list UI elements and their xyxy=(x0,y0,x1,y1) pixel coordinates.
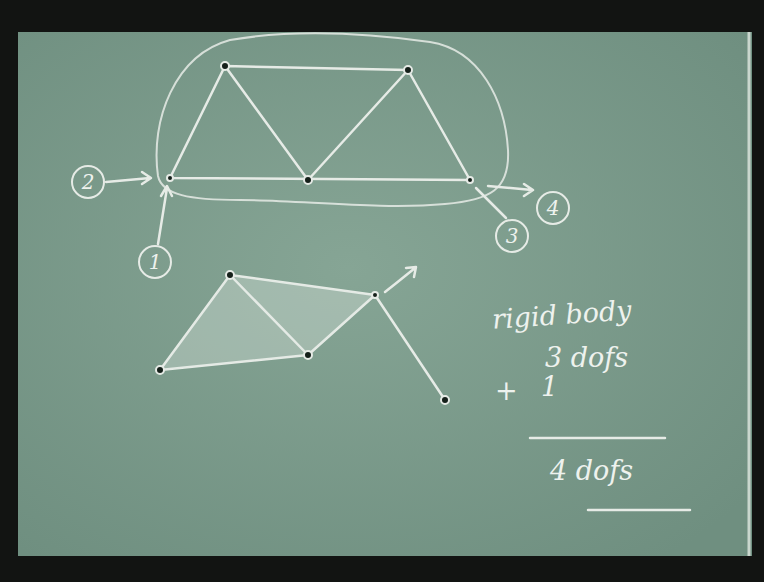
joint xyxy=(221,62,229,70)
callout-number: 2 xyxy=(82,172,95,192)
free-body-outline xyxy=(157,34,509,206)
callout-circle: 3 xyxy=(495,219,529,253)
joint xyxy=(404,66,412,74)
chalkboard xyxy=(18,32,752,556)
sum-line xyxy=(530,437,665,440)
underline xyxy=(588,509,690,512)
force-arrow xyxy=(158,186,172,244)
callout-number: 1 xyxy=(149,252,162,272)
joint xyxy=(167,175,173,181)
joint xyxy=(441,396,449,404)
callout-number: 3 xyxy=(506,226,519,246)
leader-line xyxy=(476,188,506,218)
joint xyxy=(156,366,164,374)
board-edge xyxy=(748,32,751,556)
callout-circle: 4 xyxy=(536,191,570,225)
joint xyxy=(226,271,234,279)
truss xyxy=(160,275,445,400)
chalk-note: + xyxy=(495,376,518,406)
force-arrow xyxy=(106,172,151,184)
chalk-note: 1 xyxy=(541,372,558,402)
joint xyxy=(372,292,378,298)
force-arrow xyxy=(488,184,533,196)
chalk-note: 3 dofs xyxy=(545,343,628,373)
joint xyxy=(304,351,312,359)
callout-circle: 1 xyxy=(138,245,172,279)
callout-number: 4 xyxy=(547,198,560,218)
rigid-shading xyxy=(160,275,375,370)
truss xyxy=(170,66,470,180)
joint xyxy=(304,176,312,184)
chalk-note: 4 dofs xyxy=(550,456,633,486)
joint xyxy=(467,177,473,183)
callout-circle: 2 xyxy=(71,165,105,199)
rotation-arrow xyxy=(385,267,416,292)
